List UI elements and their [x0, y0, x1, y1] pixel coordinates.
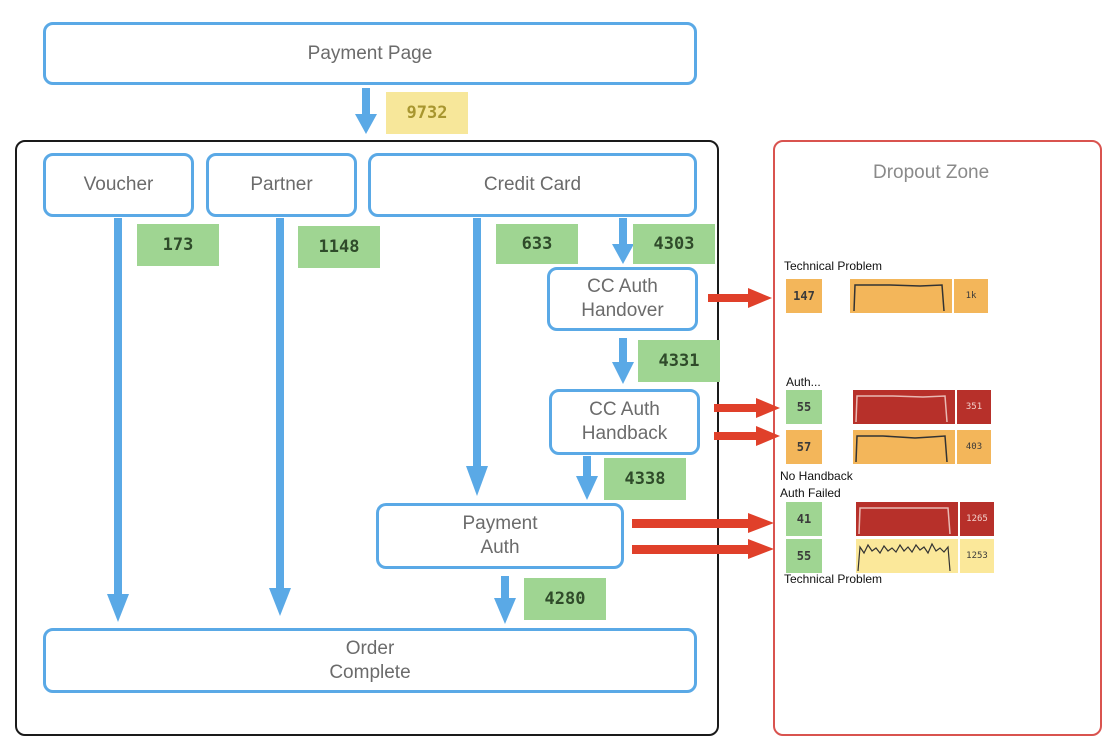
arrow-shaft — [276, 218, 284, 588]
count-badge-handback-to-payment-auth: 4338 — [604, 458, 686, 500]
dropout-sparkline — [856, 539, 958, 573]
dropout-arrow-shaft — [632, 519, 750, 528]
count-badge-voucher: 173 — [137, 224, 219, 266]
payment-page-node: Payment Page — [43, 22, 697, 85]
arrow-shaft — [114, 218, 122, 596]
dropout-label-technical-problem-top: Technical Problem — [784, 259, 883, 273]
dropout-sparkline — [853, 390, 955, 424]
cc-auth-handover-node: CC Auth Handover — [547, 267, 698, 331]
count-badge-partner: 1148 — [298, 226, 380, 268]
dropout-arrow-head — [756, 426, 780, 446]
arrow-head — [494, 598, 516, 624]
dropout-arrow-shaft — [714, 404, 758, 412]
count-badge-credit-card-direct: 633 — [496, 224, 578, 264]
arrow-head — [466, 466, 488, 496]
dropout-count-tile: 55 — [786, 539, 822, 573]
dropout-end-value: 1k — [954, 279, 988, 313]
dropout-arrow-head — [748, 539, 774, 559]
dropout-end-value: 1253 — [960, 539, 994, 573]
count-badge-after-payment-page: 9732 — [386, 92, 468, 134]
dropout-count-tile: 57 — [786, 430, 822, 464]
dropout-count-tile: 41 — [786, 502, 822, 536]
dropout-end-value: 351 — [957, 390, 991, 424]
arrow-shaft — [473, 218, 481, 468]
dropout-arrow-shaft — [632, 545, 750, 554]
dropout-count-tile: 147 — [786, 279, 822, 313]
dropout-sparkline — [850, 279, 952, 313]
dropout-arrow-head — [756, 398, 780, 418]
arrow-shaft — [619, 338, 627, 366]
dropout-label-auth-failed-top: Auth... — [786, 375, 821, 389]
arrow-shaft — [583, 456, 591, 478]
arrow-head — [269, 588, 291, 616]
arrow-head — [612, 362, 634, 384]
arrow-head — [576, 476, 598, 500]
dropout-end-value: 403 — [957, 430, 991, 464]
dropout-arrow-head — [748, 513, 774, 533]
arrow-shaft — [619, 218, 627, 246]
partner-node: Partner — [206, 153, 357, 217]
order-complete-node: Order Complete — [43, 628, 697, 693]
dropout-sparkline — [853, 430, 955, 464]
voucher-node: Voucher — [43, 153, 194, 217]
dropout-label-auth-failed: Auth Failed — [780, 486, 841, 500]
dropout-arrow-shaft — [714, 432, 758, 440]
dropout-label-technical-problem-bottom: Technical Problem — [784, 572, 883, 586]
payment-auth-node: Payment Auth — [376, 503, 624, 569]
dropout-arrow-shaft — [708, 294, 750, 302]
dropout-arrow-head — [748, 288, 772, 308]
count-badge-handover-to-handback: 4331 — [638, 340, 720, 382]
dropout-end-value: 1265 — [960, 502, 994, 536]
arrow-shaft — [362, 88, 370, 116]
arrow-head — [355, 114, 377, 134]
arrow-head — [107, 594, 129, 622]
arrow-shaft — [501, 576, 509, 602]
cc-auth-handback-node: CC Auth Handback — [549, 389, 700, 455]
count-badge-credit-card-to-handover: 4303 — [633, 224, 715, 264]
credit-card-node: Credit Card — [368, 153, 697, 217]
count-badge-payment-auth-to-complete: 4280 — [524, 578, 606, 620]
dropout-sparkline — [856, 502, 958, 536]
arrow-head — [612, 244, 634, 264]
dropout-label-no-handback: No Handback — [780, 469, 853, 483]
dropout-zone-title: Dropout Zone — [873, 162, 990, 183]
dropout-count-tile: 55 — [786, 390, 822, 424]
